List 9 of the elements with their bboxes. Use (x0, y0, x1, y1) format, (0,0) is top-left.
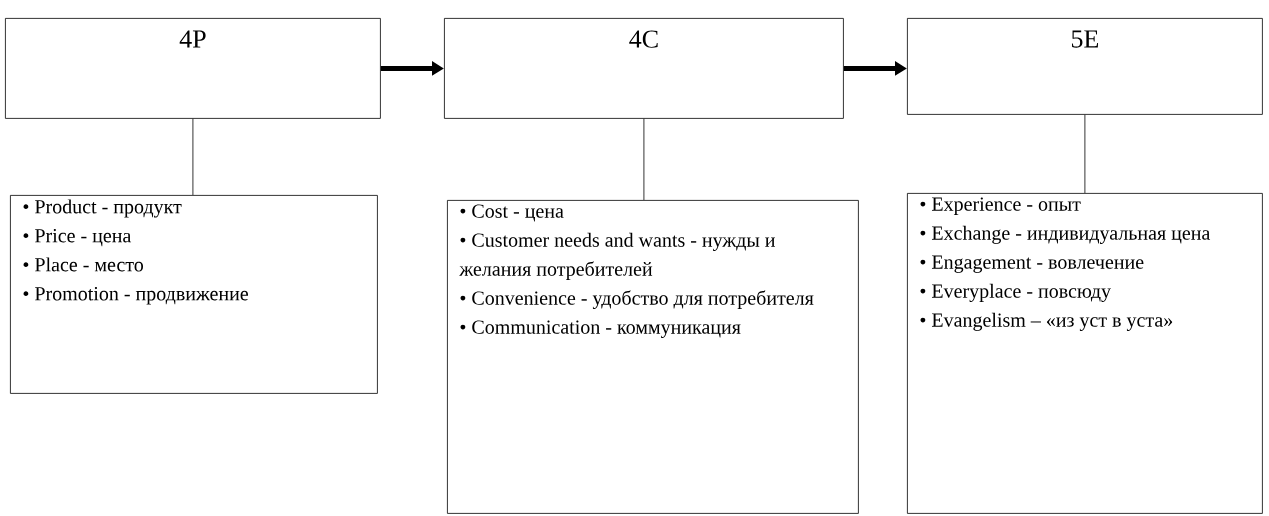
list-box: • Product - продукт • Price - цена • Place - место • Promotion - продвижение (10, 195, 378, 394)
connector-line (1084, 114, 1086, 194)
connector-line (643, 118, 645, 201)
title-box: 4C (444, 18, 844, 119)
list-box: • Experience - опыт • Exchange - индивидуальная цена • Engagement - вовлечение • Everyplace - повсюду • Evangelism – «из уст в уста» (907, 193, 1263, 514)
connector-line (192, 118, 194, 196)
title-box: 4P (5, 18, 381, 119)
list-box: • Cost - цена • Customer needs and wants - нужды и желания потребителей • Convenience - удобство для потребителя • Communication - коммуникация (447, 200, 859, 514)
title-box: 5E (907, 18, 1263, 115)
